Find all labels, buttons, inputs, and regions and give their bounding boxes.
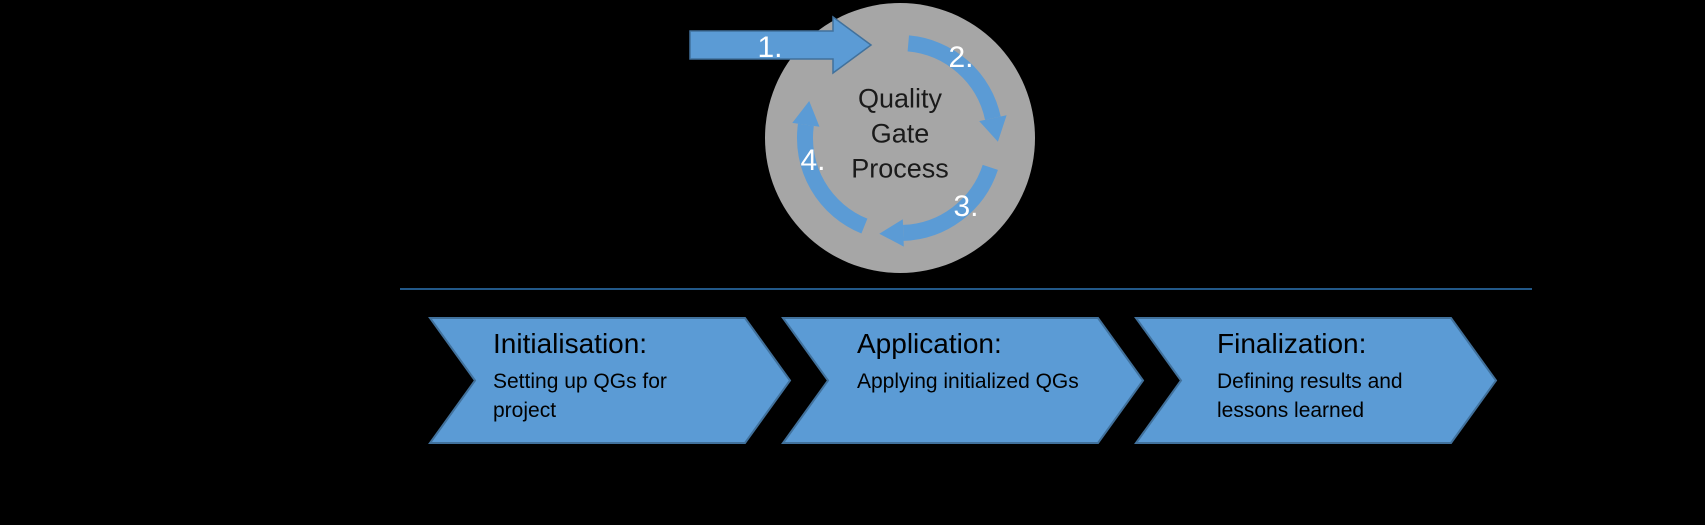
step4-curved-arrow-icon [797,123,868,234]
step3-arrowhead-icon [879,219,904,247]
step1-number-label: 1. [757,31,783,64]
step2-number-label: 2. [948,41,974,74]
process-step-initialisation: Initialisation: Setting up QGs for proje… [493,327,711,425]
process-step-description: Setting up QGs for project [493,370,667,422]
step4-arrowhead-icon [792,101,820,127]
process-step-title: Application: [857,328,1002,359]
cycle-title-line2: Gate [870,118,930,149]
process-step-title: Initialisation: [493,328,648,359]
process-step-application: Application: Applying initialized QGs [857,327,1129,396]
step2-arrowhead-icon [979,115,1007,142]
step3-number-label: 3. [953,190,979,223]
cycle-title-line3: Process [851,153,949,184]
process-step-title: Finalization: [1217,328,1367,359]
step1-entry-arrow-icon [689,15,873,75]
cycle-title-line1: Quality [857,83,943,114]
chevron-finalization [1134,317,1498,444]
step4-number-label: 4. [800,144,826,177]
step2-curved-arrow-icon [907,35,1001,121]
cycle-title: Quality Gate Process [851,82,949,187]
process-step-description: Defining results and lessons learned [1217,370,1403,422]
process-step-description: Applying initialized QGs [857,370,1079,393]
chevron-application [781,317,1145,444]
step3-curved-arrow-icon [902,164,998,241]
process-step-finalization: Finalization: Defining results and lesso… [1217,327,1439,425]
chevron-initialisation [428,317,792,444]
